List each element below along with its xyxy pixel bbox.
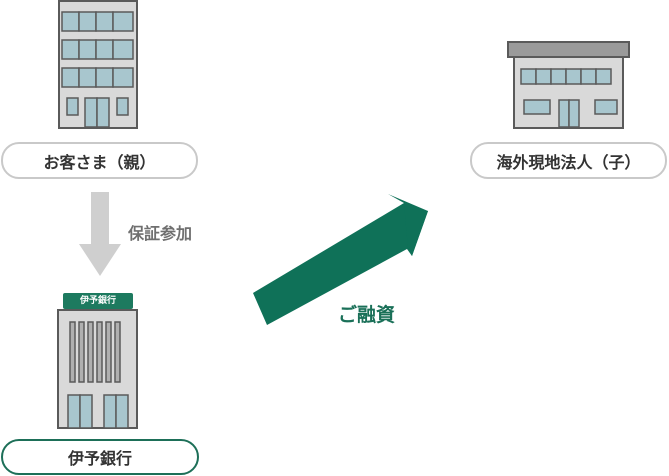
bank-pill: 伊予銀行 [1,439,199,475]
subsidiary-pill: 海外現地法人（子） [470,142,667,179]
bank-building-icon [57,293,138,429]
parent-company-pill: お客さま（親） [1,142,198,179]
subsidiary-label: 海外現地法人（子） [496,152,641,172]
parent-building-icon [58,0,138,129]
guarantee-label: 保証参加 [128,224,193,243]
subsidiary-building-icon [507,41,630,129]
bank-label: 伊予銀行 [67,449,132,468]
financing-arrow-icon [253,194,428,325]
parent-company-label: お客さま（親） [43,152,156,172]
guarantee-arrow-icon [79,192,121,276]
financing-label: ご融資 [338,304,396,326]
bank-sign: 伊予銀行 [79,296,116,306]
